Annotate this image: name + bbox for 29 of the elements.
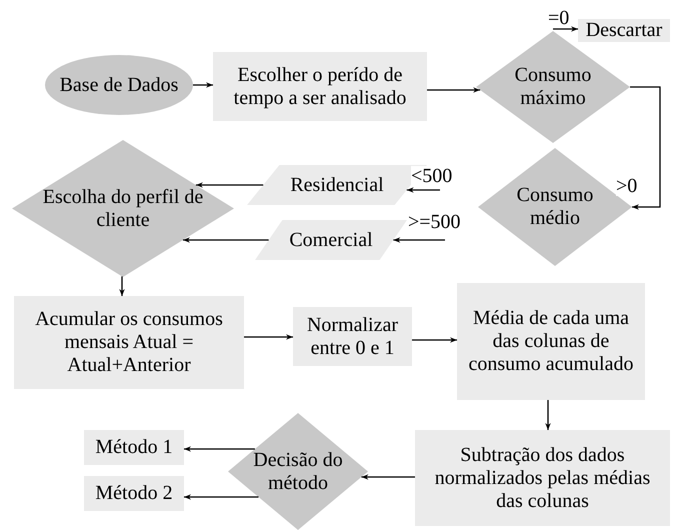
arrow (406, 187, 440, 193)
arrow (184, 446, 255, 452)
process-box: Método 1 (84, 430, 184, 465)
arrow (393, 237, 445, 243)
edge-label: >0 (616, 176, 638, 196)
arrow (244, 334, 293, 340)
decision-diamond: Escolha do perfil de cliente (12, 140, 234, 277)
arrow (545, 400, 551, 430)
edge-label: <500 (411, 166, 452, 186)
process-box: Descartar (578, 19, 670, 42)
arrow (412, 337, 457, 343)
process-box: Média de cada uma das colunas de consumo acumulado (457, 283, 645, 400)
process-box: Acumular os consumos mensais Atual = Atual+Anterior (14, 296, 244, 389)
process-box: Escolher o perído de tempo a ser analisado (213, 52, 427, 121)
arrow (630, 86, 661, 210)
arrow (196, 182, 264, 188)
process-box: Subtração dos dados normalizados pelas médias das colunas (415, 430, 670, 526)
arrow (182, 237, 269, 243)
decision-diamond: Decisão do método (228, 413, 368, 530)
data-parallelogram: Comercial (255, 220, 407, 260)
arrow (427, 87, 480, 93)
arrow (193, 82, 213, 88)
process-box: Normalizar entre 0 e 1 (293, 307, 412, 366)
arrow (119, 276, 125, 296)
arrow (184, 494, 259, 500)
start-ellipse: Base de Dados (45, 55, 193, 115)
arrow (361, 474, 415, 480)
process-box: Método 2 (84, 476, 184, 511)
arrow (553, 26, 578, 32)
